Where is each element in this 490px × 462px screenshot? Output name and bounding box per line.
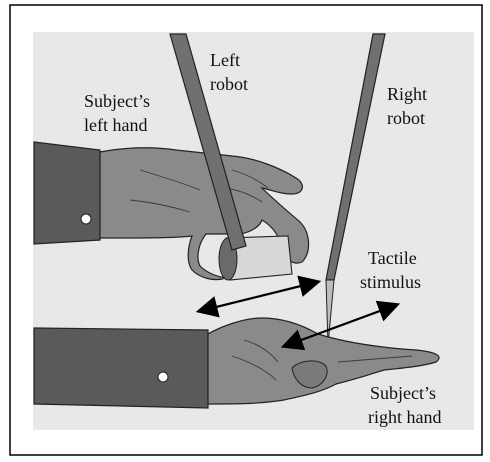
label-left-robot-line1: Left <box>210 50 240 70</box>
label-left-robot-line2: robot <box>210 74 248 94</box>
label-subject-left-hand-line1: Subject’s <box>84 91 150 111</box>
left-hand-shading <box>129 169 269 213</box>
label-subject-left-hand-line2: left hand <box>84 115 147 135</box>
label-tactile-stimulus: Tactile stimulus <box>360 248 421 292</box>
label-left-robot: Left robot <box>210 50 248 94</box>
label-right-robot-line1: Right <box>387 84 427 104</box>
left-robot-arm <box>169 33 247 251</box>
label-right-robot: Right robot <box>387 84 427 128</box>
left-robot-illustration <box>169 33 247 251</box>
right-hand-thumb <box>291 360 328 389</box>
label-right-robot-line2: robot <box>387 108 425 128</box>
label-subject-right-hand-line1: Subject’s <box>370 383 436 403</box>
right-cuff-button <box>157 371 169 383</box>
label-subject-right-hand: Subject’s right hand <box>368 383 442 427</box>
left-cuff-button <box>80 213 92 225</box>
label-subject-right-hand-line2: right hand <box>368 407 442 427</box>
label-subject-left-hand: Subject’s left hand <box>84 91 150 135</box>
right-sleeve <box>33 327 209 409</box>
movement-arrow <box>195 275 322 318</box>
stimulus-arrow <box>280 300 401 351</box>
label-tactile-stimulus-line1: Tactile <box>368 248 417 268</box>
subject-right-hand-illustration <box>33 317 440 409</box>
right-hand-shading <box>231 339 413 381</box>
label-tactile-stimulus-line2: stimulus <box>360 272 421 292</box>
left-sleeve <box>33 141 101 245</box>
subject-left-hand-illustration <box>33 141 310 281</box>
